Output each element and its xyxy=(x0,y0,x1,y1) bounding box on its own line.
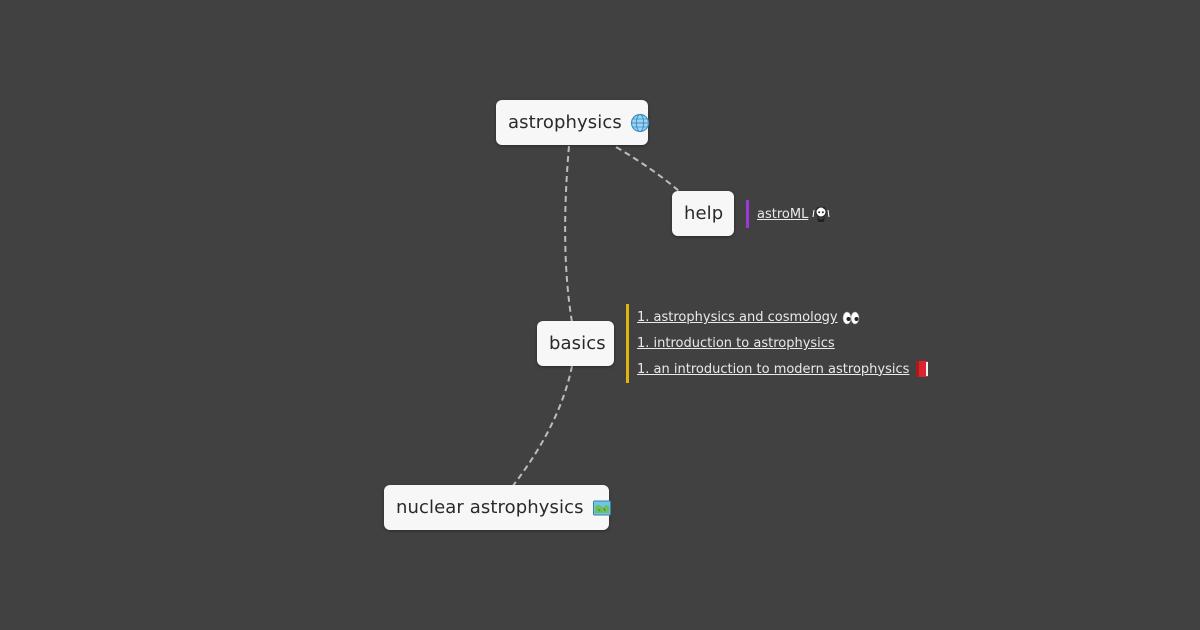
link-text: 1. introduction to astrophysics xyxy=(637,335,835,351)
eyes-icon xyxy=(841,309,861,327)
link-text: 1. an introduction to modern astrophysic… xyxy=(637,361,910,377)
edge-root-help xyxy=(615,146,681,193)
basics-links-panel: 1. astrophysics and cosmology 1. introdu… xyxy=(626,304,932,383)
node-label: nuclear astrophysics xyxy=(396,497,584,518)
edge-root-basics xyxy=(564,145,573,323)
link-intro-modern-astrophysics[interactable]: 1. an introduction to modern astrophysic… xyxy=(637,360,932,378)
map-icon xyxy=(592,498,612,518)
node-basics[interactable]: basics xyxy=(537,321,614,366)
octocat-icon xyxy=(811,205,831,223)
node-astrophysics[interactable]: astrophysics xyxy=(496,100,650,145)
link-text: 1. astrophysics and cosmology xyxy=(637,310,838,326)
node-label: astrophysics xyxy=(508,112,622,133)
node-label: basics xyxy=(549,333,606,354)
node-nuclear-astrophysics[interactable]: nuclear astrophysics xyxy=(384,485,612,530)
book-icon xyxy=(912,360,932,378)
node-help[interactable]: help xyxy=(672,191,734,236)
link-text: astroML xyxy=(757,206,809,222)
link-astroml[interactable]: astroML xyxy=(757,205,831,223)
link-introduction-to-astrophysics[interactable]: 1. introduction to astrophysics xyxy=(637,336,932,351)
node-label: help xyxy=(684,203,724,224)
edge-basics-nuclear xyxy=(511,365,573,488)
globe-icon xyxy=(630,113,650,133)
help-links-panel: astroML xyxy=(746,200,831,228)
link-astrophysics-and-cosmology[interactable]: 1. astrophysics and cosmology xyxy=(637,309,932,327)
